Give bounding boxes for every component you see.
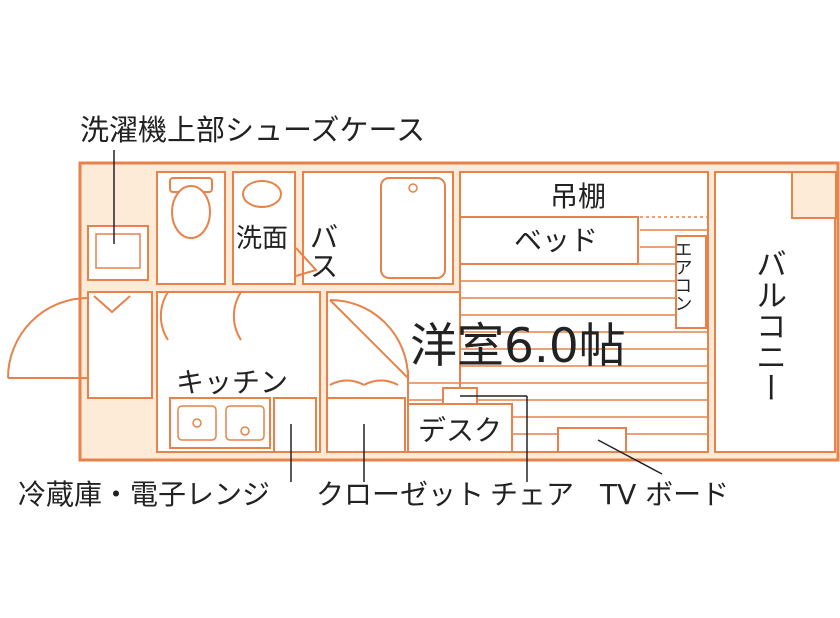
label-washroom: 洗面 (236, 224, 288, 254)
label-loft-shelf: 吊棚 (550, 180, 606, 213)
cooktop (225, 405, 265, 441)
fridge (273, 397, 317, 453)
toilet (169, 177, 213, 239)
label-fridge-microwave: 冷蔵庫・電子レンジ (18, 478, 270, 511)
bed (459, 216, 639, 265)
label-bed: ベッド (514, 224, 598, 257)
desk (407, 403, 513, 453)
aircon (675, 235, 707, 329)
leader-lines (113, 150, 663, 482)
tv-board (557, 427, 627, 453)
washer-pan-inner (95, 233, 141, 269)
sink-drain (192, 418, 202, 428)
label-chair: チェア (490, 478, 574, 511)
label-tv-board: TV ボード (599, 478, 729, 511)
balcony-notch (791, 171, 837, 219)
cooktop-burner (240, 426, 250, 436)
wash-basin (242, 180, 282, 208)
closet (326, 397, 406, 453)
label-aircon: エアコン (672, 240, 693, 312)
kitchen-sink (177, 405, 217, 441)
label-kitchen: キッチン (176, 366, 288, 399)
label-balcony: バルコニー (750, 248, 786, 403)
bathtub (380, 177, 446, 279)
label-washer-shoe-case: 洗濯機上部シューズケース (80, 113, 425, 147)
entrance-area (87, 291, 153, 399)
page-title: 洋室6.0帖 (410, 319, 626, 374)
label-bath: バス (305, 222, 339, 280)
bath-drain (408, 183, 418, 193)
label-desk: デスク (418, 414, 502, 447)
label-closet: クローゼット (316, 478, 484, 511)
doors (7, 247, 409, 386)
